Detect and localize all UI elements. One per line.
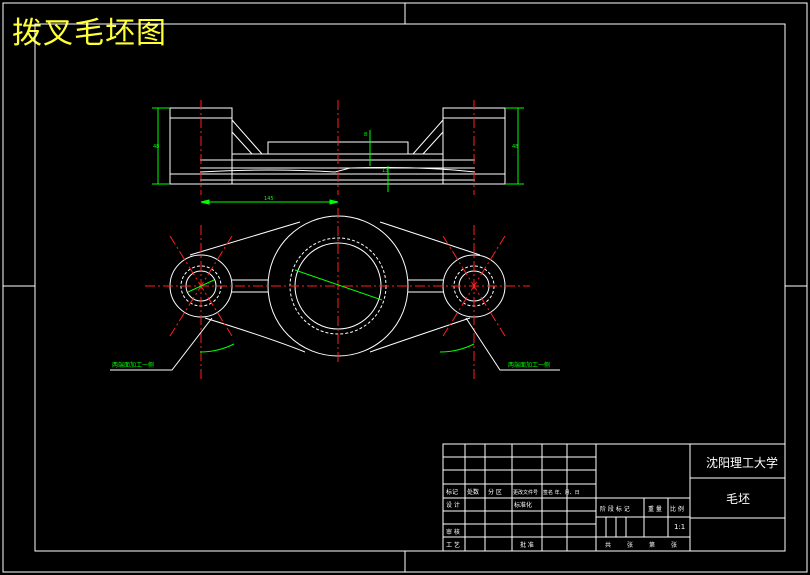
- inner-frame: [34, 23, 786, 552]
- center-distance-arrow-left: [200, 199, 210, 205]
- label-doc-no: 更改文件号: [513, 489, 538, 496]
- arm-top-outlines: [189, 221, 481, 256]
- connecting-ribs: [232, 279, 443, 293]
- callout-leaders: [110, 317, 560, 371]
- left-rib-inner: [231, 131, 253, 155]
- scale-value: 1:1: [674, 523, 685, 531]
- title-block-text: 沈阳理工大学 毛坯 标记 处数 分 区 更改文件号 签名 年、月、日 设 计 标…: [446, 455, 778, 549]
- label-sheets-b: 张: [671, 541, 677, 549]
- label-review: 审 核: [446, 528, 460, 536]
- hub-diameter-leader: [294, 269, 383, 301]
- label-process: 工 艺: [446, 541, 460, 549]
- label-design: 设 计: [446, 501, 460, 509]
- section-dimension-text: 48 48 145 8 13: [153, 132, 518, 202]
- label-total: 共: [605, 541, 611, 549]
- drawing-title: 拨叉毛坯图: [12, 16, 167, 51]
- section-centerlines: [200, 100, 475, 195]
- right-rib-inner: [422, 131, 444, 155]
- label-scale: 比 例: [670, 505, 684, 513]
- label-sheets-a: 张: [627, 541, 633, 549]
- right-callout-note: 两端面加工一侧: [508, 361, 550, 369]
- label-stage-mark: 阶 段 标 记: [600, 505, 630, 513]
- left-angle-arc: [199, 343, 235, 353]
- section-dimensions: [152, 107, 524, 205]
- right-diag-axis-2: [442, 235, 506, 337]
- label-standardize: 标准化: [514, 501, 532, 509]
- left-bore-leader: [187, 279, 215, 293]
- label-approve: 批 准: [520, 541, 534, 549]
- callout-text: 两端面加工一侧 两端面加工一侧: [112, 361, 550, 369]
- part-name: 毛坯: [726, 492, 750, 506]
- plan-dimensions: [187, 269, 475, 353]
- label-sign-date: 签名 年、月、日: [543, 489, 580, 496]
- lower-step-label: 13: [382, 168, 388, 174]
- section-curve: [199, 167, 476, 173]
- plan-centerlines: [145, 208, 530, 380]
- label-mark: 标记: [446, 488, 458, 496]
- upper-step-label: 8: [364, 132, 367, 138]
- school-name: 沈阳理工大学: [706, 455, 778, 470]
- label-zone: 分 区: [488, 488, 502, 496]
- right-callout-leader: [465, 317, 560, 371]
- center-distance-label: 145: [264, 196, 274, 202]
- title-block: [442, 443, 786, 552]
- left-rib: [231, 119, 263, 155]
- arm-bottom-outlines: [204, 317, 471, 353]
- left-height-label: 48: [153, 144, 159, 150]
- label-weight: 重 量: [648, 505, 662, 513]
- left-callout-leader: [110, 317, 213, 371]
- center-distance-arrow-right: [329, 199, 339, 205]
- right-height-label: 48: [512, 144, 518, 150]
- right-rib: [412, 119, 444, 155]
- left-callout-note: 两端面加工一侧: [112, 361, 154, 369]
- label-count: 处数: [467, 488, 479, 496]
- label-page: 第: [649, 541, 655, 549]
- right-angle-arc: [439, 343, 475, 353]
